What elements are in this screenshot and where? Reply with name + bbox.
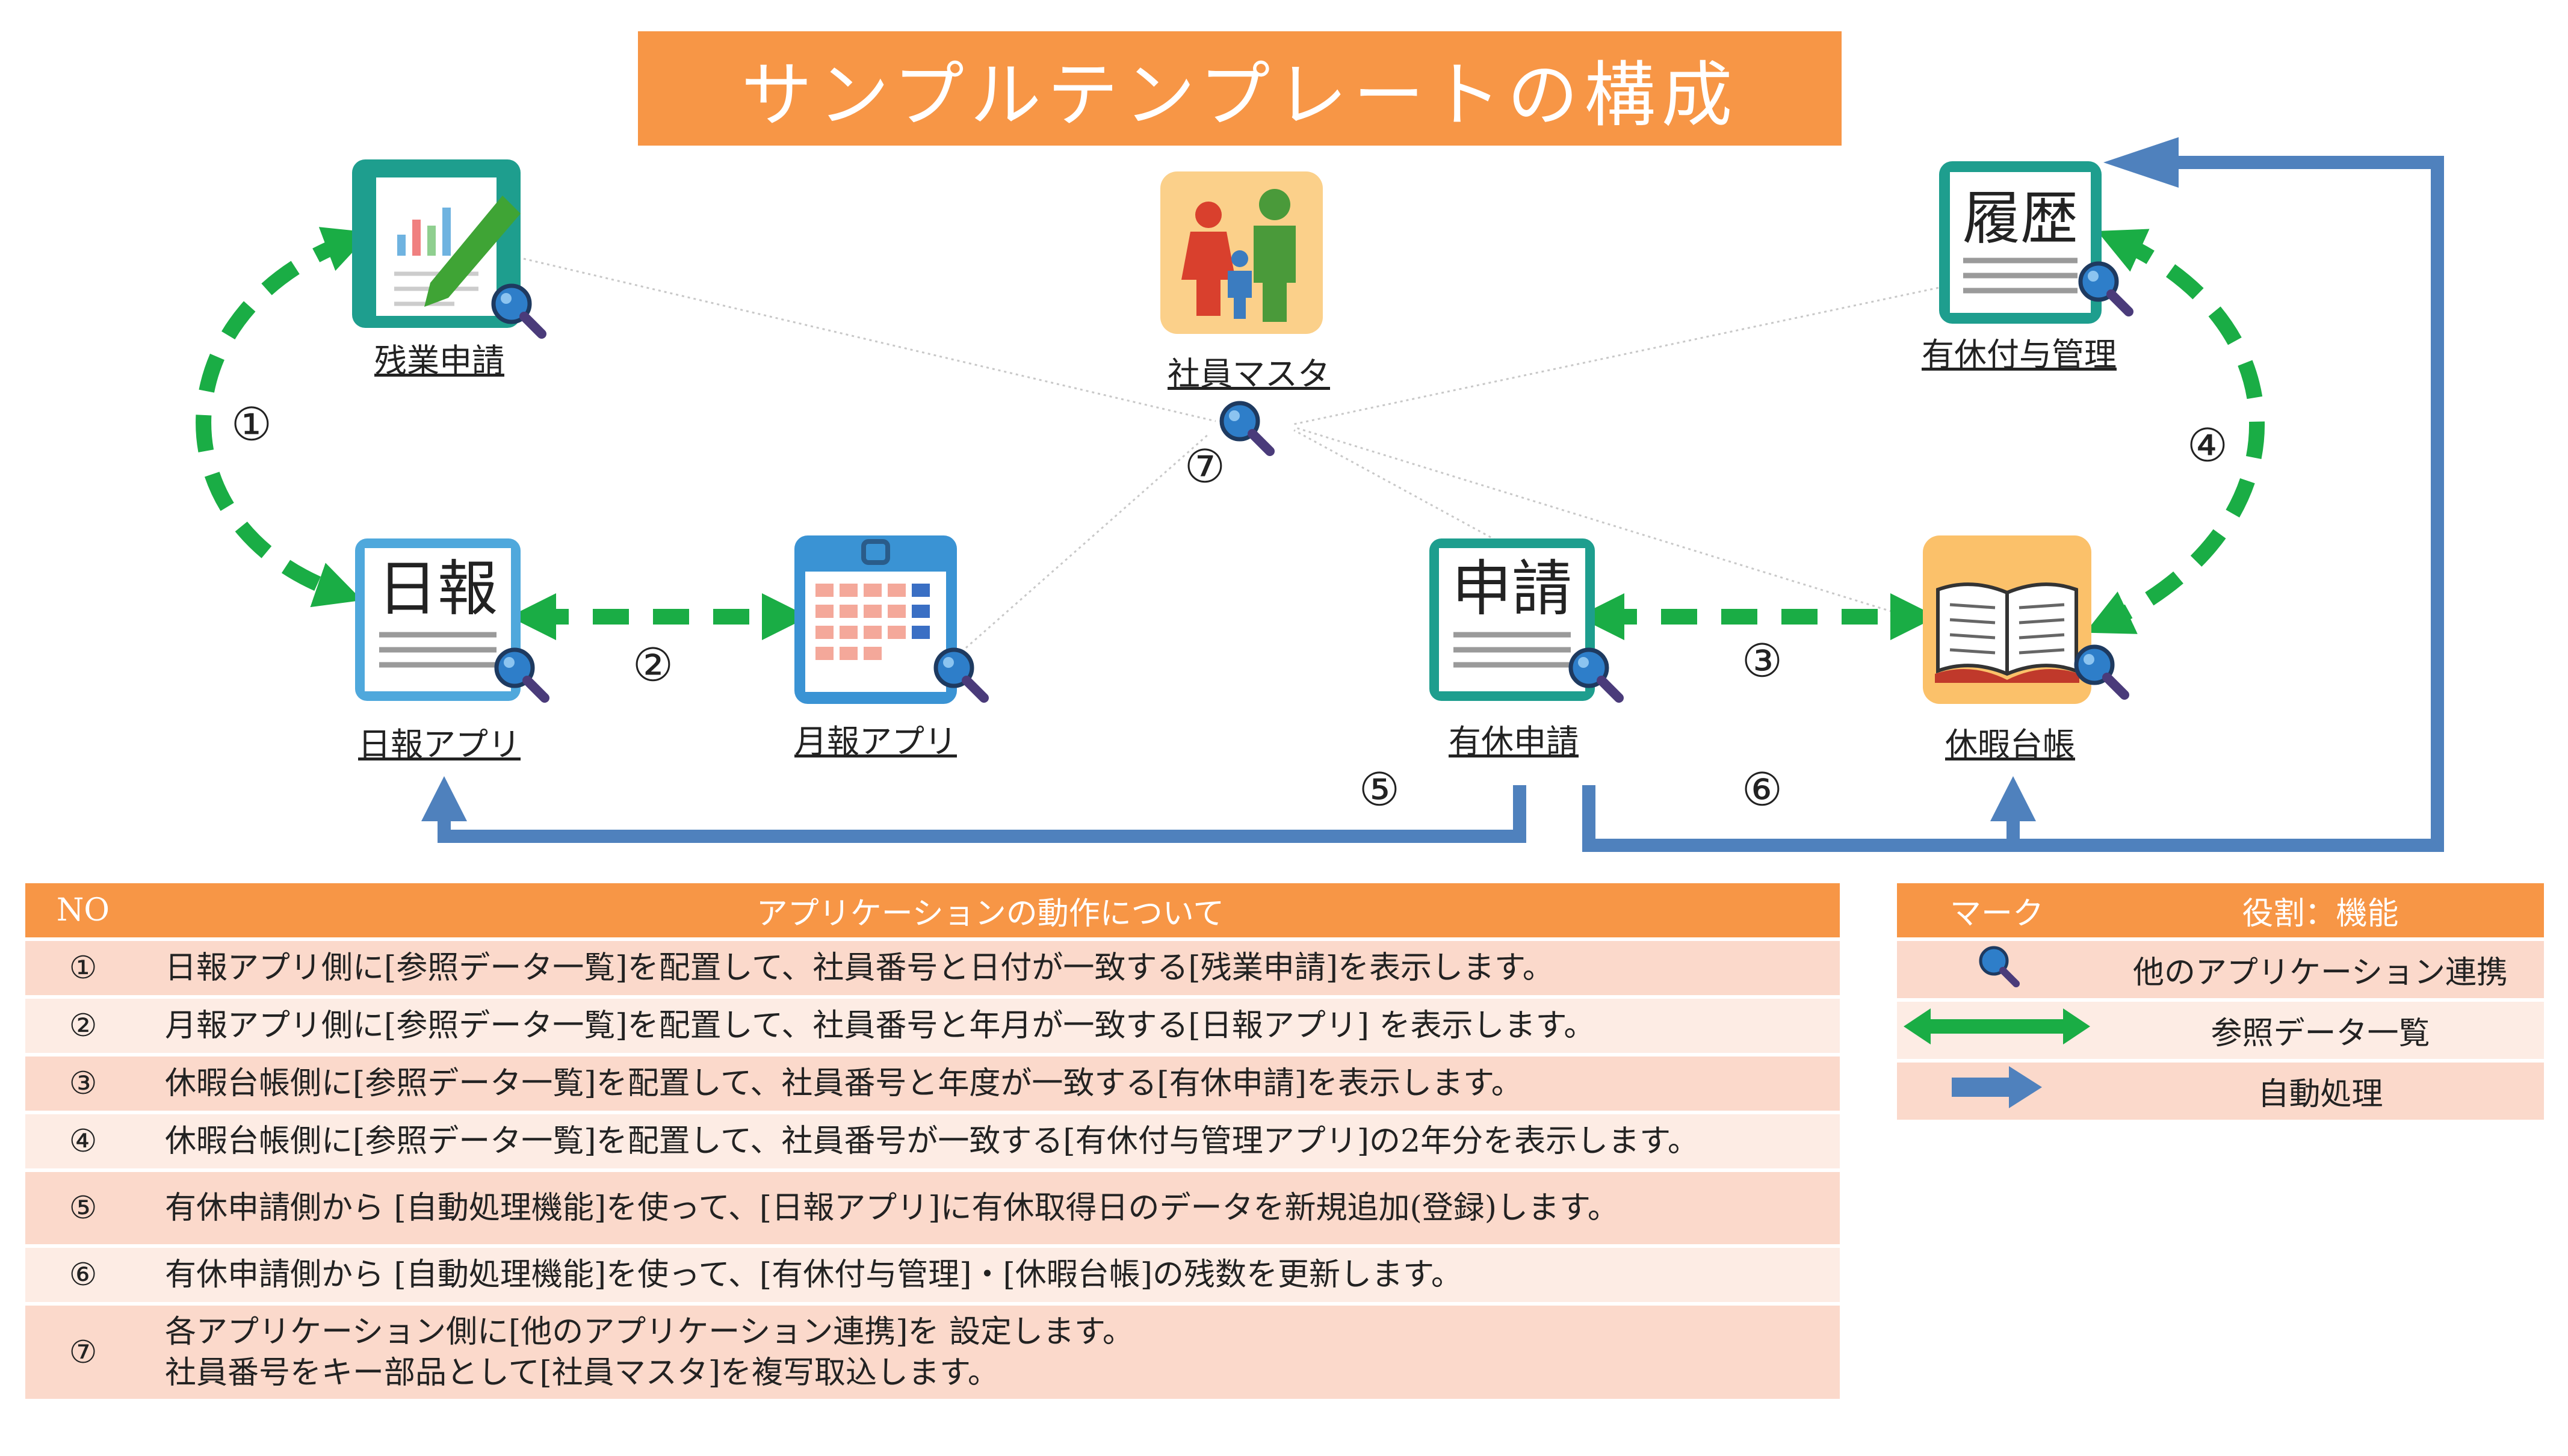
legend-mark-cell — [1897, 1002, 2097, 1059]
number-5: ⑤ — [1358, 762, 1400, 816]
arrow-6a — [1582, 785, 2020, 852]
label-monthly-report-app[interactable]: 月報アプリ — [794, 723, 957, 760]
table-row: ③ 休暇台帳側に[参照データ一覧]を配置して、社員番号と年度が一致する[有休申請… — [25, 1057, 1840, 1111]
row-number: ⑦ — [25, 1306, 141, 1399]
arrowhead-6 — [1990, 776, 2036, 821]
table-row: ⑤ 有休申請側から [自動処理機能]を使って、[日報アプリ]に有休取得日のデータ… — [25, 1172, 1840, 1244]
label-daily-report-app[interactable]: 日報アプリ — [358, 726, 521, 763]
table-row: ④ 休暇台帳側に[参照データ一覧]を配置して、社員番号が一致する[有休付与管理ア… — [25, 1114, 1840, 1168]
header-no: NO — [25, 883, 141, 937]
row-description: 休暇台帳側に[参照データ一覧]を配置して、社員番号と年度が一致する[有休申請]を… — [141, 1057, 1840, 1111]
reference-arrows — [196, 227, 2265, 640]
arrowhead-5 — [421, 776, 467, 821]
number-1: ① — [231, 397, 273, 451]
row-number: ③ — [25, 1057, 141, 1111]
legend-table-header: マーク 役割：機能 — [1897, 883, 2544, 937]
arrow-6b — [2013, 156, 2444, 852]
legend-row: 他のアプリケーション連携 — [1897, 941, 2544, 998]
employee-master-magnifier-icon — [1222, 403, 1270, 451]
daily-report-app-icon: 日報 — [355, 538, 545, 701]
magnifier-icon — [1979, 946, 2020, 987]
overtime-app-icon — [352, 159, 542, 334]
number-6: ⑥ — [1741, 762, 1783, 816]
label-overtime-app[interactable]: 残業申請 — [374, 342, 504, 380]
row-description: 月報アプリ側に[参照データ一覧]を配置して、社員番号と年月が一致する[日報アプリ… — [141, 999, 1840, 1053]
row-description: 日報アプリ側に[参照データ一覧]を配置して、社員番号と日付が一致する[残業申請]… — [141, 941, 1840, 995]
employee-master-icon — [1160, 171, 1323, 334]
daily-report-icon-text: 日報 — [377, 554, 498, 624]
legend-table: マーク 役割：機能 他のアプリケーション連携 参照データ一覧 — [1897, 880, 2544, 1123]
label-leave-grant-app[interactable]: 有休付与管理 — [1922, 336, 2117, 374]
leave-request-icon-text: 申請 — [1452, 554, 1572, 624]
row-description: 有休申請側から [自動処理機能]を使って、[有休付与管理]・[休暇台帳]の残数を… — [141, 1248, 1840, 1302]
legend-role: 自動処理 — [2097, 1063, 2544, 1120]
legend-role: 他のアプリケーション連携 — [2097, 941, 2544, 998]
monthly-report-app-icon — [794, 535, 984, 704]
blue-arrow-icon — [1952, 1066, 2042, 1108]
legend-mark-cell — [1897, 941, 2097, 998]
automation-arrows — [438, 156, 2444, 852]
title-banner: サンプルテンプレートの構成 — [638, 31, 1842, 146]
arrow-5 — [438, 785, 1526, 843]
table-row: ⑥ 有休申請側から [自動処理機能]を使って、[有休付与管理]・[休暇台帳]の残… — [25, 1248, 1840, 1302]
table-row: ② 月報アプリ側に[参照データ一覧]を配置して、社員番号と年月が一致する[日報ア… — [25, 999, 1840, 1053]
row-number: ⑥ — [25, 1248, 141, 1302]
operations-table-header: NO アプリケーションの動作について — [25, 883, 1840, 937]
number-7: ⑦ — [1184, 439, 1226, 493]
leave-ledger-app-icon — [1923, 535, 2124, 704]
page-title: サンプルテンプレートの構成 — [741, 53, 1739, 137]
master-link-lines — [523, 258, 1963, 657]
number-2: ② — [632, 638, 674, 692]
table-row: ① 日報アプリ側に[参照データ一覧]を配置して、社員番号と日付が一致する[残業申… — [25, 941, 1840, 995]
row-number: ⑤ — [25, 1172, 141, 1244]
operations-table: NO アプリケーションの動作について ① 日報アプリ側に[参照データ一覧]を配置… — [25, 880, 1840, 1402]
number-3: ③ — [1741, 634, 1783, 688]
green-double-arrow-icon — [1904, 1008, 2090, 1044]
arrowhead-6b — [2103, 137, 2179, 188]
number-4: ④ — [2186, 418, 2229, 472]
row-description: 休暇台帳側に[参照データ一覧]を配置して、社員番号が一致する[有休付与管理アプリ… — [141, 1114, 1840, 1168]
header-mark: マーク — [1897, 883, 2097, 937]
leave-request-app-icon: 申請 — [1429, 538, 1619, 701]
label-leave-ledger-app[interactable]: 休暇台帳 — [1945, 726, 2075, 763]
arrow-4 — [2085, 229, 2265, 634]
table-row: ⑦ 各アプリケーション側に[他のアプリケーション連携]を 設定します。 社員番号… — [25, 1306, 1840, 1399]
header-description: アプリケーションの動作について — [141, 883, 1840, 937]
label-leave-request-app[interactable]: 有休申請 — [1449, 723, 1579, 760]
leave-grant-app-icon: 履歴 — [1939, 161, 2129, 324]
legend-row: 自動処理 — [1897, 1063, 2544, 1120]
header-role: 役割：機能 — [2097, 883, 2544, 937]
legend-row: 参照データ一覧 — [1897, 1002, 2544, 1059]
row-number: ② — [25, 999, 141, 1053]
leave-grant-icon-text: 履歴 — [1963, 185, 2078, 252]
legend-role: 参照データ一覧 — [2097, 1002, 2544, 1059]
row-description: 各アプリケーション側に[他のアプリケーション連携]を 設定します。 社員番号をキ… — [141, 1306, 1840, 1399]
row-description: 有休申請側から [自動処理機能]を使って、[日報アプリ]に有休取得日のデータを新… — [141, 1172, 1840, 1244]
row-number: ① — [25, 941, 141, 995]
label-employee-master[interactable]: 社員マスタ — [1168, 355, 1330, 393]
row-number: ④ — [25, 1114, 141, 1168]
legend-mark-cell — [1897, 1063, 2097, 1120]
arrow-1 — [196, 227, 371, 608]
